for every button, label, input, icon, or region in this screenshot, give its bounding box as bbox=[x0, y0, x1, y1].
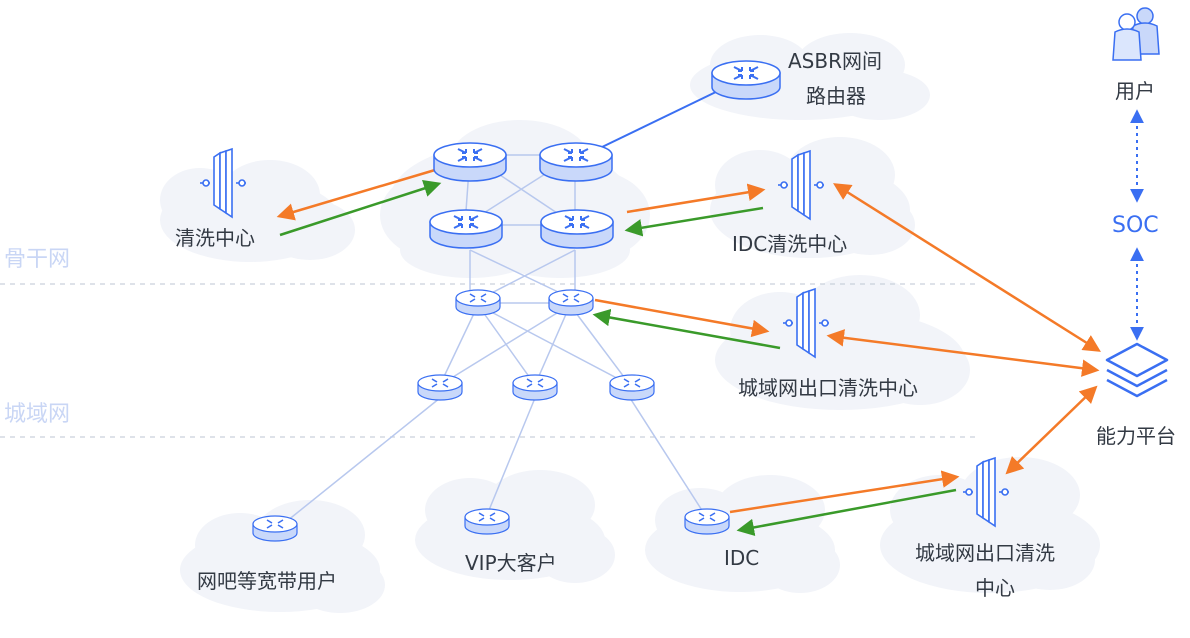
asbr-label-line2: 路由器 bbox=[806, 84, 866, 108]
platform-label: 能力平台 bbox=[1096, 424, 1176, 448]
zone-label-metro: 城域网 bbox=[4, 402, 71, 427]
idc-label: IDC bbox=[724, 546, 760, 570]
arrow-return-from-metro-exit-2 bbox=[736, 488, 957, 537]
users-label: 用户 bbox=[1115, 79, 1155, 103]
router-icon bbox=[464, 508, 510, 535]
router-icon bbox=[540, 209, 614, 249]
router-icon bbox=[684, 508, 730, 535]
zone-label-backbone: 骨干网 bbox=[4, 247, 71, 272]
router-icon bbox=[429, 209, 503, 249]
arrow-divert-to-scrub-center bbox=[276, 168, 436, 221]
firewall-icon bbox=[963, 456, 1009, 528]
router-icon bbox=[609, 374, 655, 401]
vip-label: VIP大客户 bbox=[465, 551, 557, 575]
arrow-divert-to-metro-exit bbox=[594, 298, 770, 338]
router-icon bbox=[433, 142, 507, 182]
arrow-platform-metro-exit bbox=[826, 329, 1100, 377]
firewall-icon bbox=[778, 149, 824, 221]
metro-exit-scrub2-label-line2: 中心 bbox=[975, 576, 1015, 600]
firewall-icon bbox=[783, 287, 829, 359]
asbr-link bbox=[599, 89, 721, 149]
asbr-label-line1: ASBR网间 bbox=[788, 49, 882, 73]
soc-label: SOC bbox=[1112, 213, 1159, 238]
router-icon bbox=[548, 289, 594, 316]
scrub-center-label: 清洗中心 bbox=[175, 226, 255, 250]
cloud-idc bbox=[645, 475, 840, 593]
internet-cafe-label: 网吧等宽带用户 bbox=[197, 569, 337, 593]
router-icon bbox=[455, 289, 501, 316]
router-icon bbox=[539, 142, 613, 182]
arrow-divert-to-metro-exit-2 bbox=[729, 470, 960, 514]
firewall-icon bbox=[200, 147, 246, 219]
arrow-return-from-idc-scrub bbox=[624, 206, 764, 237]
router-icon bbox=[711, 60, 781, 100]
metro-links bbox=[281, 302, 706, 526]
metro-exit-scrub-label: 城域网出口清洗中心 bbox=[738, 376, 918, 400]
layers-icon bbox=[1105, 342, 1169, 398]
idc-scrub-label: IDC清洗中心 bbox=[732, 232, 848, 256]
arrow-divert-to-idc-scrub bbox=[626, 183, 766, 214]
arrow-platform-idc-scrub bbox=[833, 183, 1101, 352]
cloud-vip bbox=[415, 470, 615, 583]
arrow-return-from-metro-exit bbox=[592, 308, 781, 350]
router-icon bbox=[417, 374, 463, 401]
arrow-return-from-scrub-center bbox=[279, 179, 442, 237]
arrow-platform-metro-exit-2 bbox=[1005, 385, 1098, 475]
metro-exit-scrub2-label-line1: 城域网出口清洗 bbox=[915, 541, 1055, 565]
router-icon bbox=[512, 374, 558, 401]
users-icon bbox=[1112, 7, 1160, 61]
router-icon bbox=[252, 515, 298, 542]
